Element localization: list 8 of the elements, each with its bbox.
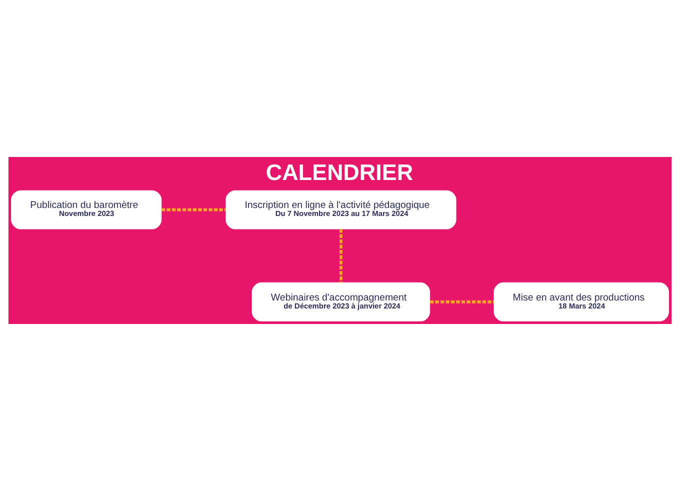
node-box: Publication du baromètre Novembre 2023 xyxy=(11,190,162,230)
node-box: Inscription en ligne à l'activité pédagogique Du 7 Novembre 2023 au 17 Mars 2024 xyxy=(226,190,456,230)
connector xyxy=(339,229,342,283)
diagram-title: CALENDRIER xyxy=(266,160,414,186)
connector xyxy=(430,300,494,304)
connector xyxy=(161,208,226,212)
node-box: Mise en avant des productions 18 Mars 2024 xyxy=(494,282,669,322)
node-box: Webinaires d'accompagnement de Décembre 2023 à janvier 2024 xyxy=(252,282,430,322)
